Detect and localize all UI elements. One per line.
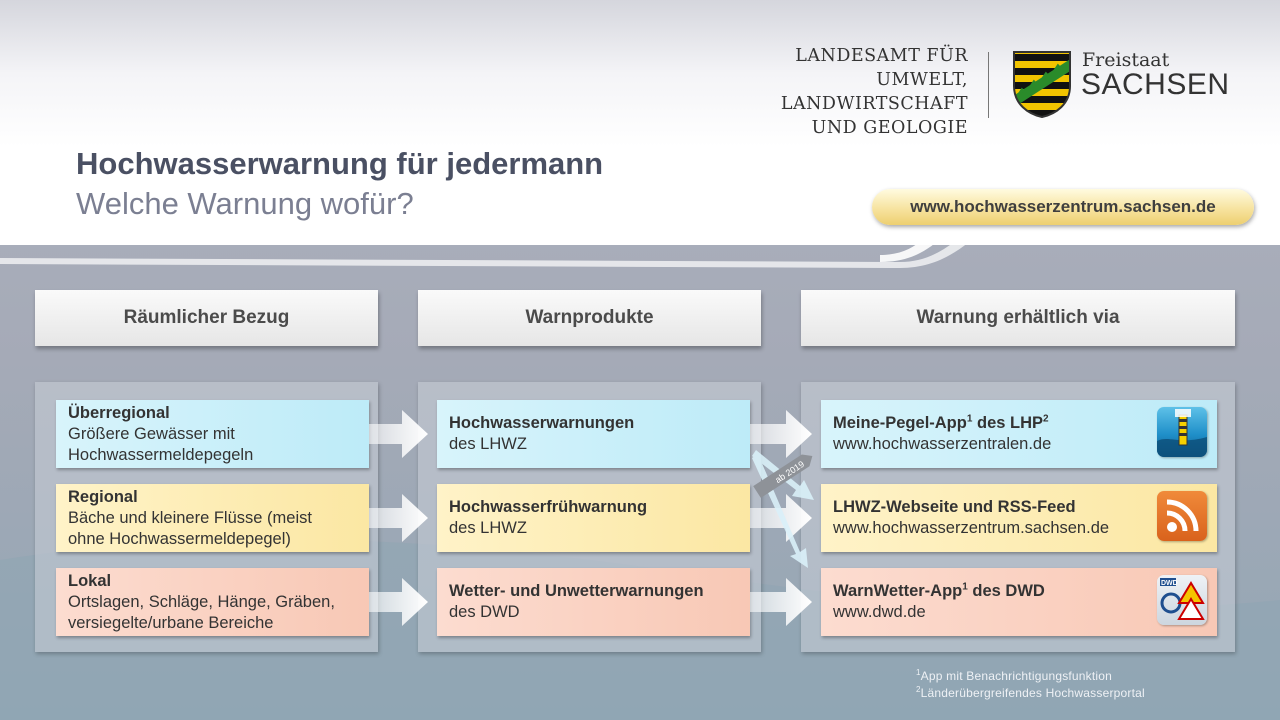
warnwetter-app-icon[interactable]: DWD [1157,575,1207,625]
meine-pegel-app-icon[interactable] [1157,407,1207,457]
freistaat-label: Freistaat [1082,49,1170,71]
channel-title: WarnWetter-App1 des DWD [833,581,1045,600]
column-header-channels: Warnung erhältlich via [801,290,1235,346]
region-box-regional: Regional Bäche und kleinere Flüsse (meis… [56,484,369,552]
page-title: Hochwasserwarnung für jedermann [76,146,604,181]
column-header-products: Warnprodukte [418,290,761,346]
region-text: Ortslagen, Schläge, Hänge, Gräben, [68,592,335,611]
column-header-spatial: Räumlicher Bezug [35,290,378,346]
footnote-2: 2Länderübergreifendes Hochwasserportal [916,685,1145,701]
channel-url[interactable]: www.hochwasserzentralen.de [833,435,1052,453]
lfulg-line-3: UND GEOLOGIE [811,118,968,138]
region-text: Bäche und kleinere Flüsse (meist [68,508,312,527]
lfulg-line-2: LANDWIRTSCHAFT [780,94,968,114]
region-text: Größere Gewässer mit [68,424,235,443]
footnote-1: 1App mit Benachrichtigungsfunktion [916,668,1113,684]
region-box-local: Lokal Ortslagen, Schläge, Hänge, Gräben,… [56,568,369,636]
region-text: ohne Hochwassermeldepegel) [68,529,291,548]
region-title: Regional [68,487,138,506]
lfulg-logo-text: LANDESAMT FÜR UMWELT, LANDWIRTSCHAFT UND… [700,44,968,140]
lfulg-line-1: LANDESAMT FÜR UMWELT, [795,46,968,90]
product-title: Hochwasserfrühwarnung [449,498,648,516]
sachsen-label: SACHSEN [1081,68,1230,101]
channel-box-warnwetter-app: WarnWetter-App1 des DWD www.dwd.de [821,568,1217,636]
region-title: Überregional [68,403,170,422]
region-text: versiegelte/urbane Bereiche [68,613,274,632]
product-title: Wetter- und Unwetterwarnungen [449,582,704,600]
channel-box-meine-pegel-app: Meine-Pegel-App1 des LHP2 www.hochwasser… [821,400,1217,468]
product-source: des LHWZ [449,519,527,537]
logo-divider [988,52,989,118]
channel-title: Meine-Pegel-App1 des LHP2 [833,413,1049,432]
channel-title: LHWZ-Webseite und RSS-Feed [833,498,1076,516]
product-title: Hochwasserwarnungen [449,414,635,432]
website-url-link[interactable]: www.hochwasserzentrum.sachsen.de [872,189,1254,225]
product-source: des LHWZ [449,435,527,453]
channel-url[interactable]: www.dwd.de [833,603,926,621]
page-subtitle: Welche Warnung wofür? [76,186,414,221]
channel-box-lhwz-website: LHWZ-Webseite und RSS-Feed www.hochwasse… [821,484,1217,552]
product-box-flood-warnings: Hochwasserwarnungen des LHWZ [437,400,750,468]
svg-text:DWD: DWD [1161,580,1178,587]
rss-icon[interactable] [1157,491,1207,541]
arrow-region-to-product [369,410,428,626]
region-text: Hochwassermeldepegeln [68,445,254,464]
region-title: Lokal [68,571,112,590]
saxony-coat-of-arms-icon [1013,51,1071,118]
product-box-early-warning: Hochwasserfrühwarnung des LHWZ [437,484,750,552]
region-box-supraregional: Überregional Größere Gewässer mit Hochwa… [56,400,369,468]
product-box-weather-warnings: Wetter- und Unwetterwarnungen des DWD [437,568,750,636]
product-source: des DWD [449,603,520,621]
channel-url[interactable]: www.hochwasserzentrum.sachsen.de [833,519,1110,537]
